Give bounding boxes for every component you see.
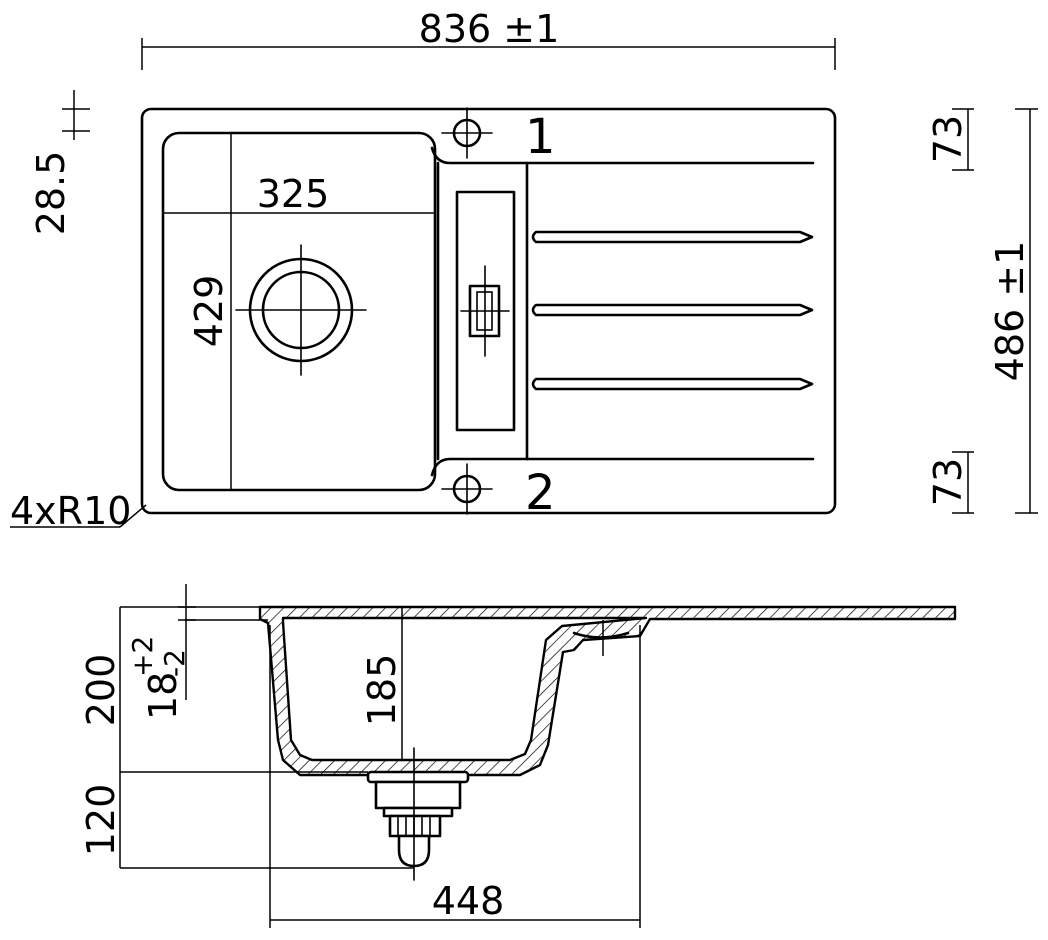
- svg-text:325: 325: [257, 172, 330, 216]
- svg-text:28.5: 28.5: [29, 151, 73, 236]
- dim-overall-depth: 486 ±1: [988, 108, 1038, 514]
- svg-text:18: 18: [141, 672, 185, 720]
- bowl-outline: [161, 131, 437, 492]
- svg-text:836 ±1: 836 ±1: [419, 7, 560, 51]
- drain-assembly: [366, 747, 470, 881]
- sink-section-wall: [258, 605, 957, 777]
- svg-text:429: 429: [187, 275, 231, 348]
- svg-text:120: 120: [79, 784, 123, 857]
- dim-total-height: 200: [79, 607, 123, 772]
- drainer-groove-2: [531, 303, 814, 317]
- dim-bowl-width: 325: [163, 172, 435, 216]
- dim-rim-tolerance: 18 +2 -2: [126, 584, 196, 720]
- svg-text:200: 200: [79, 654, 123, 727]
- svg-text:448: 448: [432, 879, 505, 923]
- bowl-neck-bottom: [430, 457, 815, 477]
- dim-hole-offset-top: 73: [926, 108, 974, 171]
- section-view: 200 18 +2 -2 185 120 448: [79, 584, 957, 928]
- svg-text:73: 73: [926, 458, 970, 506]
- dim-rim-offset: 28.5: [29, 90, 90, 235]
- top-view: 1 2 836 ±1 325 429 28.5: [10, 7, 1038, 533]
- sink-outline: [140, 107, 837, 515]
- svg-text:486 ±1: 486 ±1: [988, 241, 1032, 382]
- svg-text:4xR10: 4xR10: [10, 489, 131, 533]
- svg-text:73: 73: [926, 115, 970, 163]
- overflow-panel: [455, 190, 516, 432]
- dim-drain-offset: 448: [269, 625, 641, 928]
- bowl-neck-top: [430, 146, 815, 165]
- svg-text:-2: -2: [158, 649, 191, 677]
- hole-label-1: 1: [525, 109, 556, 165]
- dim-drain-height: 120: [79, 772, 123, 868]
- dim-hole-offset-bottom: 73: [926, 451, 974, 514]
- dim-corner-radius: 4xR10: [10, 489, 147, 533]
- dim-overall-width: 836 ±1: [141, 7, 836, 70]
- dim-bowl-depth: 185: [360, 607, 404, 760]
- drainer-groove-3: [531, 377, 814, 391]
- dim-bowl-length: 429: [187, 133, 232, 490]
- svg-text:+2: +2: [126, 636, 159, 677]
- svg-text:185: 185: [360, 654, 404, 727]
- drainer-groove-1: [531, 230, 814, 244]
- hole-label-2: 2: [525, 465, 556, 521]
